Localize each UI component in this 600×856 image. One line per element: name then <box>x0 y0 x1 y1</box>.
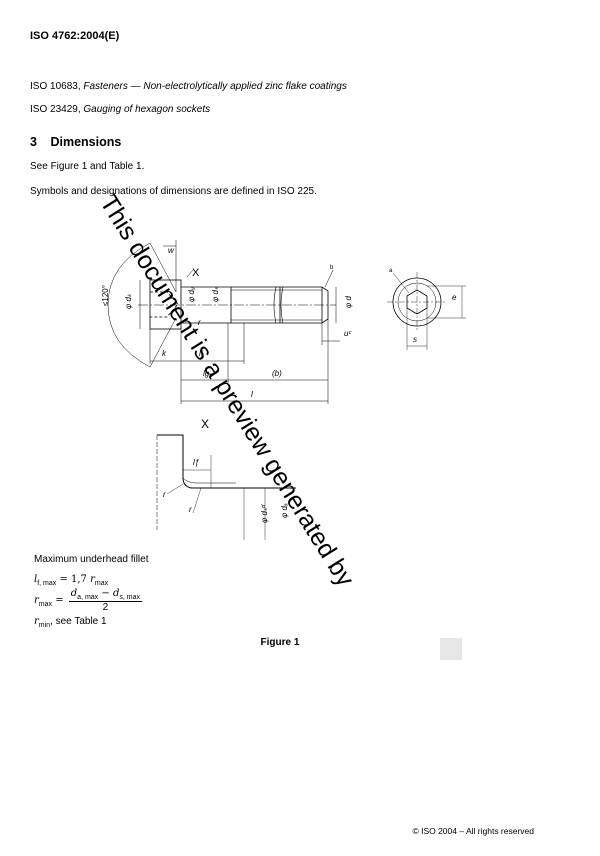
label-b: (b) <box>272 369 282 378</box>
label-w: w <box>168 246 175 255</box>
reference-code: ISO 10683, <box>30 81 81 92</box>
section-number: 3 <box>30 135 37 149</box>
end-view-labels: a e s <box>389 268 457 344</box>
label-b-note: b <box>330 265 334 271</box>
detail-x-view <box>156 434 296 540</box>
gray-placeholder-box <box>440 638 462 660</box>
paragraph-symbols: Symbols and designations of dimensions a… <box>30 186 317 197</box>
label-d: φ d <box>344 296 353 308</box>
reference-title: Gauging of hexagon sockets <box>83 104 211 115</box>
label-e: e <box>452 293 457 302</box>
section-heading: 3 Dimensions <box>30 135 121 149</box>
screw-head <box>149 279 182 330</box>
label-dw: φ dᵤ <box>187 287 196 302</box>
label-da: φ dₐ <box>280 503 289 518</box>
label-dk: φ dₖ <box>124 293 133 309</box>
screw-end-view <box>387 272 466 350</box>
formula-lf-max: lf, max = 1,7 rmax <box>34 574 109 587</box>
side-view-labels: ≤120° w φ dₖ φ dᵤ φ dₛ r k lₛ lg (b) l φ… <box>101 246 353 399</box>
label-x-detail: X <box>201 417 209 431</box>
label-lf: lƒ <box>193 458 200 467</box>
document-header: ISO 4762:2004(E) <box>30 30 120 42</box>
reference-iso-23429: ISO 23429, Gauging of hexagon sockets <box>30 104 210 115</box>
label-ds-detail: φ dₛᵈ <box>260 504 269 523</box>
hexagon-socket-hidden <box>150 291 179 318</box>
copyright-footer: © ISO 2004 – All rights reserved <box>412 826 534 836</box>
note-title: Maximum underhead fillet <box>34 554 149 565</box>
label-uc: uᶜ <box>344 329 351 338</box>
paragraph-see-figure: See Figure 1 and Table 1. <box>30 161 145 172</box>
label-angle: ≤120° <box>101 285 110 306</box>
figure-caption: Figure 1 <box>260 637 300 648</box>
label-s: s <box>413 335 417 344</box>
reference-iso-10683: ISO 10683, Fasteners — Non-electrolytica… <box>30 81 347 92</box>
detail-labels: X lƒ r r φ dₛᵈ φ dₐ <box>163 417 289 523</box>
label-a-note: a <box>389 268 393 274</box>
dim-angle <box>107 242 151 368</box>
label-lg: lg <box>203 369 210 378</box>
label-l: l <box>251 390 253 399</box>
label-x-view: X <box>192 267 200 279</box>
reference-title: Fasteners — Non-electrolytically applied… <box>83 81 347 92</box>
label-k: k <box>162 349 167 358</box>
formula-r-min: rmin, see Table 1 <box>34 616 107 629</box>
label-r: r <box>198 318 201 327</box>
reference-code: ISO 23429, <box>30 104 81 115</box>
label-ds: φ dₛ <box>211 286 220 302</box>
label-r-1: r <box>163 490 166 499</box>
section-title: Dimensions <box>50 135 122 149</box>
label-r-2: r <box>189 505 192 514</box>
label-ls: lₛ <box>199 349 205 358</box>
screw-side-view <box>107 240 340 404</box>
